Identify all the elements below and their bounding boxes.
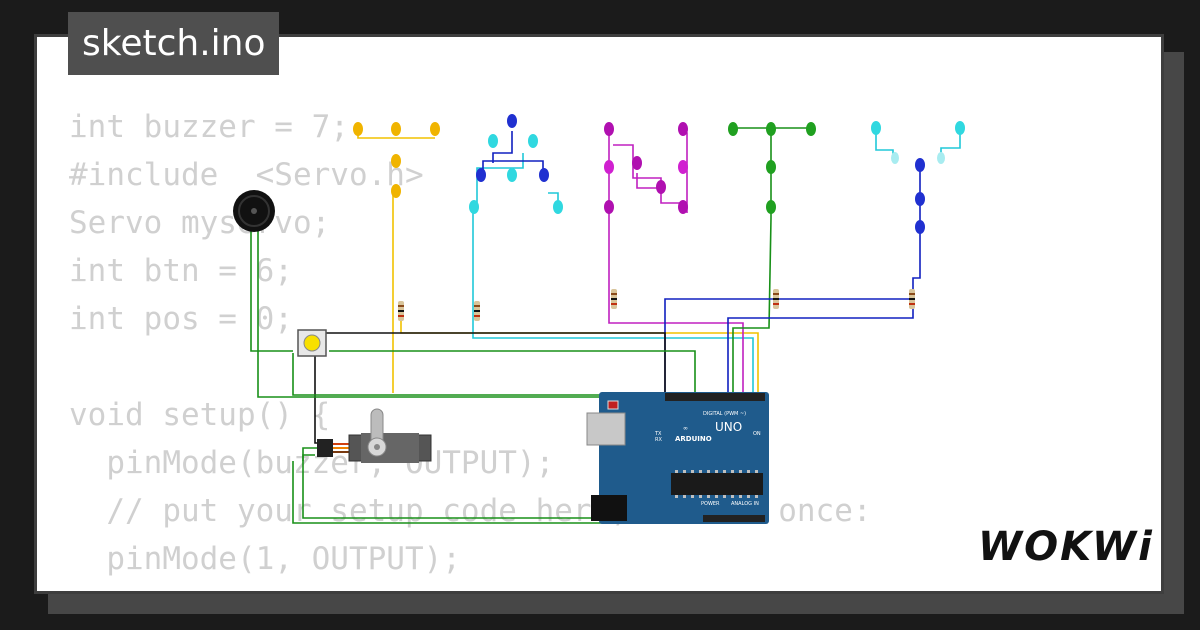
code-line: void setup() { <box>69 397 331 433</box>
led <box>604 200 614 214</box>
led <box>469 200 479 214</box>
buzzer <box>233 190 275 232</box>
wire-magenta <box>608 133 744 401</box>
leds-yellow <box>353 122 440 198</box>
wire-green <box>292 461 723 524</box>
circuit-diagram: ∞ UNO ARDUINO DIGITAL (PWM ~) ANALOG IN … <box>233 114 965 524</box>
wire-cyan <box>472 213 754 401</box>
led <box>728 122 738 136</box>
wire-green <box>302 454 601 519</box>
resistors <box>398 289 915 321</box>
led <box>766 160 776 174</box>
rx-led-label: RX <box>655 437 662 443</box>
wire-black <box>303 332 666 401</box>
code-line: pinMode(2, OUTPUT); <box>69 583 872 591</box>
led <box>915 158 925 172</box>
led <box>604 122 614 136</box>
leds-magenta <box>604 122 688 214</box>
wire-green <box>250 228 293 352</box>
led <box>891 152 899 164</box>
board-brand-label: ARDUINO <box>675 435 712 443</box>
tx-led-label: TX <box>654 431 662 437</box>
wire-yellow <box>400 303 759 401</box>
resistor <box>773 289 779 309</box>
led <box>488 134 498 148</box>
led <box>430 122 440 136</box>
wire-black <box>314 355 325 444</box>
resistor <box>611 289 617 309</box>
resistor <box>909 289 915 309</box>
led <box>678 200 688 214</box>
arduino-uno-board: ∞ UNO ARDUINO DIGITAL (PWM ~) ANALOG IN … <box>586 392 769 524</box>
led <box>476 168 486 182</box>
led <box>766 122 776 136</box>
led <box>528 134 538 148</box>
led <box>391 184 401 198</box>
led <box>391 122 401 136</box>
led <box>915 192 925 206</box>
resistor <box>474 301 480 321</box>
digital-pins-label: DIGITAL (PWM ~) <box>703 411 746 417</box>
pushbutton <box>297 329 327 357</box>
wire-green <box>257 228 601 398</box>
code-line: int btn = 6; <box>69 253 293 289</box>
led <box>656 180 666 194</box>
project-preview-card[interactable]: int buzzer = 7;#include <Servo.h>Servo m… <box>34 34 1164 594</box>
leds-blue <box>476 114 925 234</box>
led <box>871 121 881 135</box>
wire-blue <box>492 131 513 163</box>
led <box>937 152 945 164</box>
wire-green <box>329 350 696 401</box>
led <box>391 154 401 168</box>
led <box>678 122 688 136</box>
leds-cyan <box>469 121 965 214</box>
code-line: int buzzer = 7; <box>69 109 349 145</box>
wire-blue <box>727 163 921 401</box>
wire-green <box>302 447 323 461</box>
resistor <box>398 301 404 321</box>
wire-cyan <box>875 133 894 158</box>
wire-blue <box>664 298 913 401</box>
code-line: pinMode(1, OUTPUT); <box>69 541 461 577</box>
wire-magenta <box>613 144 683 204</box>
leds-green <box>728 122 816 214</box>
wire-green <box>732 133 772 401</box>
arduino-logo-icon: ∞ <box>683 425 688 432</box>
led <box>353 122 363 136</box>
analog-pins-label: ANALOG IN <box>731 501 759 507</box>
led <box>915 220 925 234</box>
led <box>604 160 614 174</box>
board-model-label: UNO <box>715 420 742 434</box>
wire-magenta <box>636 173 663 189</box>
power-pins-label: POWER <box>701 501 720 507</box>
led <box>507 168 517 182</box>
led <box>507 114 517 128</box>
wokwi-logo: WOKWi <box>978 524 1154 570</box>
led <box>955 121 965 135</box>
led <box>766 200 776 214</box>
servo-motor <box>317 408 432 463</box>
on-led-label: ON <box>753 431 761 437</box>
led <box>539 168 549 182</box>
code-line: int pos = 0; <box>69 301 293 337</box>
led <box>678 160 688 174</box>
led <box>632 156 642 170</box>
led <box>806 122 816 136</box>
file-tab[interactable]: sketch.ino <box>68 12 280 75</box>
led <box>553 200 563 214</box>
